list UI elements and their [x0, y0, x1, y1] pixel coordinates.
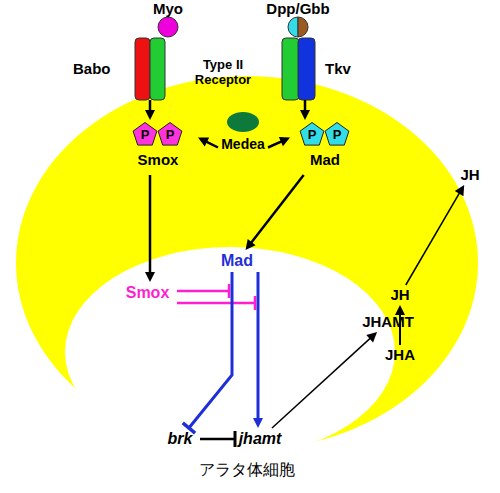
- node-label: Dpp/Gbb: [258, 0, 338, 17]
- cell-body: [16, 76, 478, 450]
- medea-body: [227, 112, 259, 132]
- node-label: brk: [160, 430, 200, 448]
- gbb-half: [298, 17, 308, 37]
- node-label: JHAMT: [355, 313, 421, 330]
- node-text: Smox: [118, 151, 198, 168]
- ligand-circle: Dpp/Gbb: [258, 0, 338, 38]
- node-text: P: [135, 128, 155, 143]
- node-text: P: [302, 128, 322, 143]
- hormone-label: JH: [452, 165, 488, 185]
- receptor-box: Tkv: [275, 38, 375, 100]
- medea-ellipse: Medea: [218, 110, 268, 165]
- phospho-pentagon: [158, 123, 182, 146]
- phospho-smox: PP Smox: [118, 120, 198, 175]
- node-label: Smox: [120, 284, 175, 302]
- node-label: Medea: [213, 136, 273, 152]
- node-text: Mad: [290, 151, 360, 168]
- node-label: Tkv: [325, 60, 370, 77]
- node-label: JH: [382, 286, 418, 303]
- receptor-bar: [298, 38, 315, 100]
- cell-oval: アラタ体細胞MedeaPPSmoxPPMadSmoxMadbrkjhamtJHA…: [15, 75, 479, 485]
- node-label: アラタ体細胞: [15, 461, 479, 479]
- node-label: Myo: [140, 0, 196, 17]
- phospho-pentagon: [325, 123, 349, 146]
- node-label: JH: [452, 166, 488, 183]
- gene-label: jhamt: [235, 428, 285, 450]
- node-text: P: [327, 128, 347, 143]
- metabolite-label: JHA: [380, 345, 420, 365]
- dpp-half: [288, 17, 298, 37]
- phospho-pentagon: [300, 123, 324, 146]
- ligand-circle: Myo: [140, 0, 196, 38]
- nuclear-smox: Smox: [120, 282, 175, 304]
- hormone-label: JH: [382, 285, 418, 305]
- node-label: jhamt: [235, 430, 285, 448]
- receptor-bar: [282, 38, 299, 100]
- phospho-mad: PP Mad: [290, 120, 360, 175]
- node-label: Babo: [73, 60, 133, 77]
- receptor-type-label: Type II Receptor: [186, 58, 260, 88]
- phospho-pentagon: [133, 123, 157, 146]
- enzyme-label: JHAMT: [355, 312, 421, 332]
- node-text: P: [160, 128, 180, 143]
- node-label: JHA: [380, 346, 420, 363]
- myo-ligand: [158, 17, 178, 37]
- receptor-bar: [150, 38, 165, 100]
- gene-label: brk: [160, 428, 200, 450]
- receptor-bar: [135, 38, 150, 100]
- node-label: Mad: [212, 252, 262, 270]
- receptor-box: Babo: [70, 38, 170, 100]
- nuclear-mad: Mad: [212, 250, 262, 272]
